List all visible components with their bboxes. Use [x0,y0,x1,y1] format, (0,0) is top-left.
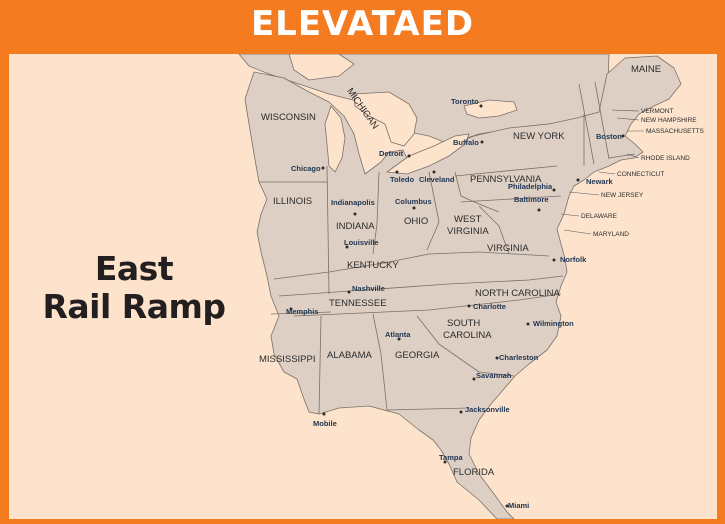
city-dots [289,104,625,508]
city-toledo: Toledo [390,175,414,184]
map-panel: WISCONSIN MICHIGAN ILLINOIS INDIANA OHIO… [9,54,717,519]
state-north-carolina: NORTH CAROLINA [475,288,560,299]
state-rhode-island: RHODE ISLAND [641,155,690,162]
header-bar: ELEVATAED [0,0,725,48]
state-borders [259,81,636,415]
city-memphis: Memphis [286,307,319,316]
city-cleveland: Cleveland [419,175,455,184]
lake-superior [288,54,355,81]
lake-erie [385,133,470,175]
city-philadelphia: Philadelphia [508,182,553,191]
city-baltimore: Baltimore [514,195,549,204]
state-ohio: OHIO [404,216,428,227]
state-west-virginia-line2: VIRGINIA [447,226,489,237]
state-alabama: ALABAMA [327,350,373,361]
city-jacksonville: Jacksonville [465,405,510,414]
state-mississippi: MISSISSIPPI [259,354,316,365]
city-toronto: Toronto [451,97,479,106]
state-south-carolina-line2: CAROLINA [443,330,492,341]
region-label-line2: Rail Ramp [42,287,226,326]
state-south-carolina-line1: SOUTH [447,318,480,329]
state-kentucky: KENTUCKY [347,260,399,271]
header-title: ELEVATAED [250,4,475,44]
city-mobile: Mobile [313,419,337,428]
city-chicago: Chicago [291,164,321,173]
city-nashville: Nashville [352,284,385,293]
city-buffalo: Buffalo [453,138,479,147]
lake-huron [353,91,418,147]
state-wisconsin: WISCONSIN [261,112,316,123]
state-delaware: DELAWARE [581,213,618,220]
city-atlanta: Atlanta [385,330,411,339]
lake-michigan [324,105,346,173]
state-virginia: VIRGINIA [487,243,529,254]
city-columbus: Columbus [395,197,432,206]
city-savannah: Savannah [476,371,512,380]
city-indianapolis: Indianapolis [331,198,375,207]
city-norfolk: Norfolk [560,255,587,264]
state-georgia: GEORGIA [395,350,440,361]
state-massachusetts: MASSACHUSETTS [646,128,704,135]
city-charleston: Charleston [499,353,539,362]
city-tampa: Tampa [439,453,463,462]
city-miami: Miami [508,501,529,510]
state-vermont: VERMONT [641,108,674,115]
state-indiana: INDIANA [336,221,375,232]
east-map: WISCONSIN MICHIGAN ILLINOIS INDIANA OHIO… [238,54,704,519]
region-label-line1: East [94,249,174,288]
state-tennessee: TENNESSEE [329,298,387,309]
city-newark: Newark [586,177,614,186]
city-wilmington: Wilmington [533,319,574,328]
city-louisville: Louisville [344,238,379,247]
state-new-jersey: NEW JERSEY [601,192,644,199]
city-detroit: Detroit [379,149,404,158]
state-florida: FLORIDA [453,467,495,478]
state-maryland: MARYLAND [593,231,629,238]
state-maine: MAINE [631,64,661,75]
region-label: East Rail Ramp [39,250,229,326]
lake-ontario [463,99,518,119]
state-pennsylvania: PENNSYLVANIA [470,174,542,185]
leader-lines [560,109,644,235]
city-charlotte: Charlotte [473,302,506,311]
state-west-virginia-line1: WEST [454,214,482,225]
state-illinois: ILLINOIS [273,196,312,207]
state-new-york: NEW YORK [513,131,565,142]
city-boston: Boston [596,132,622,141]
state-new-hampshire: NEW HAMPSHIRE [641,117,697,124]
state-connecticut: CONNECTICUT [617,171,664,178]
